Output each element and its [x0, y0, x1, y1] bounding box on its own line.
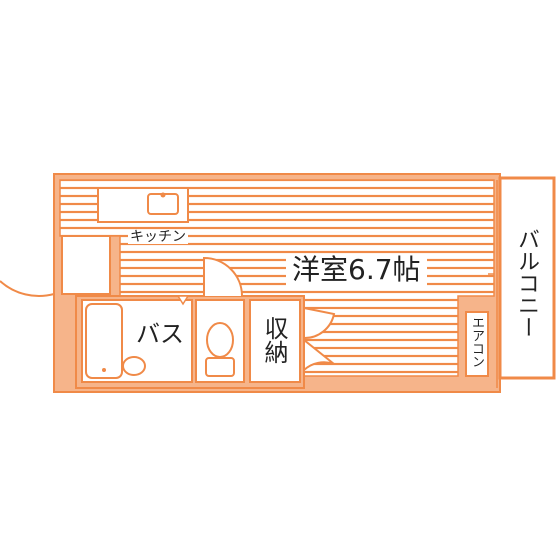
bath-label: バス: [136, 320, 184, 348]
drain-icon: [102, 368, 106, 372]
entrance-box: [61, 235, 111, 295]
aircon-unit: [465, 311, 489, 377]
storage-door-lower: [303, 337, 335, 373]
storage-label: 収納: [260, 316, 288, 364]
bathtub: [85, 303, 123, 379]
kitchen-label: キッチン: [128, 229, 188, 245]
wash-basin: [122, 356, 146, 376]
balcony-area: [498, 176, 556, 380]
toilet-tank: [205, 357, 235, 377]
entrance-door-swing: [0, 236, 55, 297]
toilet-door-swing: [203, 256, 243, 297]
faucet-icon: [160, 192, 166, 198]
toilet-bowl: [206, 322, 234, 358]
aircon-label: エアコン: [469, 316, 484, 368]
main-room-label: 洋室6.7帖: [286, 254, 427, 286]
storage-door-upper: [303, 306, 336, 340]
balcony-label: バルコニー: [514, 228, 539, 338]
bath-door-marker: [176, 295, 190, 306]
